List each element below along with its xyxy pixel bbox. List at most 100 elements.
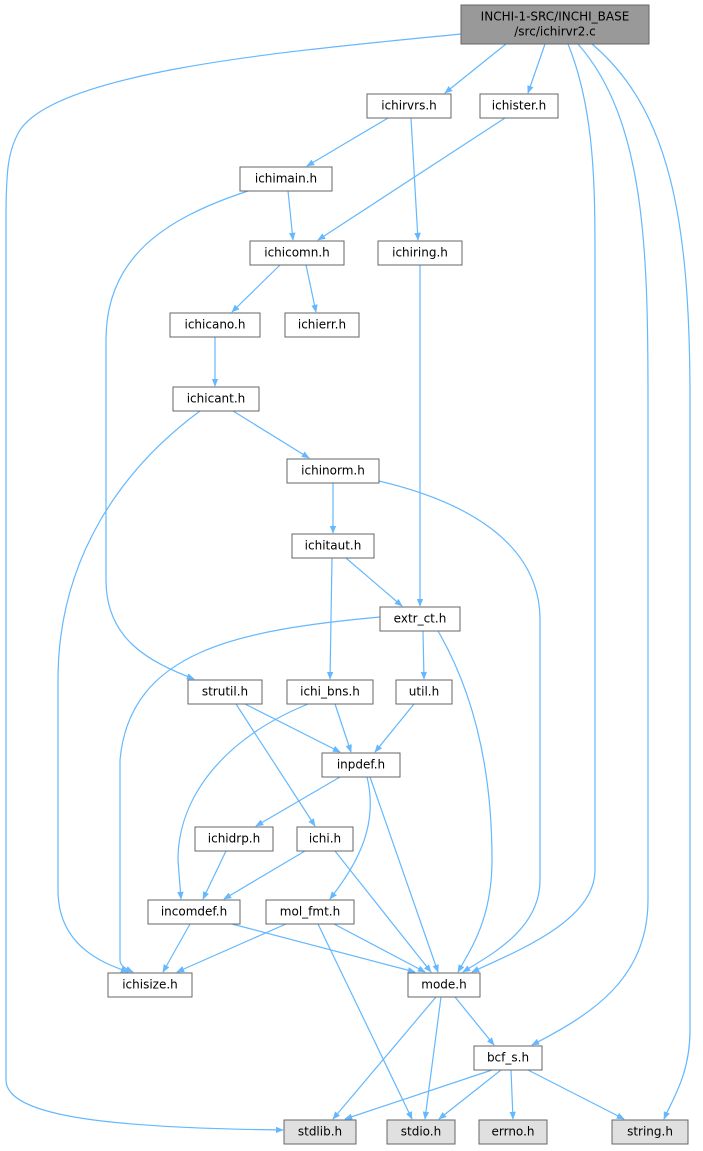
edge-mode-stdio xyxy=(422,996,442,1120)
node-ichinorm-h[interactable]: ichinorm.h xyxy=(286,458,380,484)
edge-root-ichirvrs xyxy=(444,43,507,94)
node-label: bcf_s.h xyxy=(487,1051,529,1065)
edge-path xyxy=(326,557,334,680)
node-label: ichicant.h xyxy=(187,392,246,406)
node-label: ichierr.h xyxy=(298,318,346,332)
edge-path xyxy=(531,43,649,1046)
edge-ichicant-ichinorm xyxy=(232,410,310,459)
edge-ichitaut-extr-ct xyxy=(345,557,403,607)
node-ichierr-h[interactable]: ichierr.h xyxy=(284,312,360,338)
edge-path xyxy=(231,923,416,974)
node-root-ichirvr2-c[interactable]: INCHI-1-SRC/INCHI_BASE /src/ichirvr2.c xyxy=(460,4,650,45)
node-bcf-s-h[interactable]: bcf_s.h xyxy=(473,1045,543,1071)
node-stdlib-h[interactable]: stdlib.h xyxy=(283,1119,357,1145)
edge-root-mode xyxy=(471,43,596,973)
node-root-box xyxy=(460,4,650,45)
node-ichitaut-h[interactable]: ichitaut.h xyxy=(291,533,375,559)
edge-ichinorm-mode xyxy=(378,480,541,973)
node-label: ichi_bns.h xyxy=(300,685,360,699)
node-ichisize-h[interactable]: ichisize.h xyxy=(107,972,193,998)
edge-path xyxy=(231,264,281,313)
edge-path xyxy=(105,190,249,680)
edge-path xyxy=(162,923,191,973)
edge-path xyxy=(527,1069,625,1120)
edge-ichirvrs-ichiring xyxy=(410,117,421,241)
node-box xyxy=(187,679,263,705)
node-ichidrp-h[interactable]: ichidrp.h xyxy=(194,826,274,852)
node-box xyxy=(286,679,374,705)
edge-ichi-bns-incomdef xyxy=(177,703,309,900)
edge-incomdef-ichisize xyxy=(162,923,191,973)
node-label: ichirvrs.h xyxy=(381,99,437,113)
node-extr-ct-h[interactable]: extr_ct.h xyxy=(379,606,461,632)
node-mol-fmt-h[interactable]: mol_fmt.h xyxy=(265,899,355,925)
edge-path xyxy=(374,703,415,753)
edge-ichirvrs-ichimain xyxy=(306,117,389,167)
node-label: inpdef.h xyxy=(337,758,385,772)
node-stdio-h[interactable]: stdio.h xyxy=(386,1119,456,1145)
edge-path xyxy=(287,190,296,241)
node-incomdef-h[interactable]: incomdef.h xyxy=(147,899,241,925)
edge-root-ichister xyxy=(527,43,546,94)
edge-path xyxy=(422,996,442,1120)
edge-mol-fmt-stdio xyxy=(317,923,413,1120)
node-box xyxy=(291,533,375,559)
edge-path xyxy=(232,410,310,459)
node-ichicant-h[interactable]: ichicant.h xyxy=(172,386,260,412)
edge-root-string xyxy=(591,43,691,1120)
node-root-line1: INCHI-1-SRC/INCHI_BASE xyxy=(481,10,630,24)
node-label: ichister.h xyxy=(492,99,546,113)
node-label: ichimain.h xyxy=(255,172,317,186)
edge-path xyxy=(334,703,352,753)
edge-path xyxy=(333,923,426,973)
edge-path xyxy=(378,480,541,973)
node-errno-h[interactable]: errno.h xyxy=(478,1119,548,1145)
edge-path xyxy=(329,776,371,900)
node-box xyxy=(107,972,193,998)
edge-path xyxy=(454,996,495,1046)
node-ichister-h[interactable]: ichister.h xyxy=(479,93,559,119)
node-box xyxy=(283,1119,357,1145)
edge-ichicant-ichisize xyxy=(57,410,201,973)
node-ichi-h[interactable]: ichi.h xyxy=(296,826,354,852)
edges xyxy=(5,33,691,1134)
edge-path xyxy=(444,43,507,94)
node-mode-h[interactable]: mode.h xyxy=(407,972,481,998)
node-util-h[interactable]: util.h xyxy=(395,679,453,705)
node-label: ichidrp.h xyxy=(208,832,260,846)
edge-path xyxy=(119,616,381,973)
edge-extr-ct-util xyxy=(420,630,428,680)
node-string-h[interactable]: string.h xyxy=(611,1119,689,1145)
edge-bcf-s-string xyxy=(527,1069,625,1120)
node-ichimain-h[interactable]: ichimain.h xyxy=(239,166,333,192)
node-box xyxy=(194,826,274,852)
edge-bcf-s-stdlib xyxy=(344,1069,493,1120)
node-label: strutil.h xyxy=(202,685,248,699)
node-box xyxy=(284,312,360,338)
node-ichi-bns-h[interactable]: ichi_bns.h xyxy=(286,679,374,705)
edge-path xyxy=(223,850,306,900)
node-ichicano-h[interactable]: ichicano.h xyxy=(169,312,261,338)
edge-ichicomn-ichierr xyxy=(305,264,318,313)
node-label: ichicomn.h xyxy=(264,246,330,260)
edge-strutil-inpdef xyxy=(244,703,341,753)
edge-ichister-ichicomn xyxy=(317,117,506,241)
edge-ichicomn-ichicano xyxy=(231,264,281,313)
node-label: errno.h xyxy=(492,1125,535,1139)
node-label: util.h xyxy=(409,685,439,699)
edge-path xyxy=(410,117,421,241)
node-ichicomn-h[interactable]: ichicomn.h xyxy=(249,240,345,266)
node-strutil-h[interactable]: strutil.h xyxy=(187,679,263,705)
node-box xyxy=(265,899,355,925)
node-ichirvrs-h[interactable]: ichirvrs.h xyxy=(366,93,452,119)
node-ichiring-h[interactable]: ichiring.h xyxy=(377,240,463,266)
node-box xyxy=(377,240,463,266)
edge-path xyxy=(306,117,389,167)
edge-inpdef-ichidrp xyxy=(255,776,341,827)
node-inpdef-h[interactable]: inpdef.h xyxy=(321,752,401,778)
edge-path xyxy=(235,703,316,827)
edge-path xyxy=(177,703,309,900)
node-label: ichinorm.h xyxy=(301,464,365,478)
edge-root-bcf-s xyxy=(531,43,649,1046)
